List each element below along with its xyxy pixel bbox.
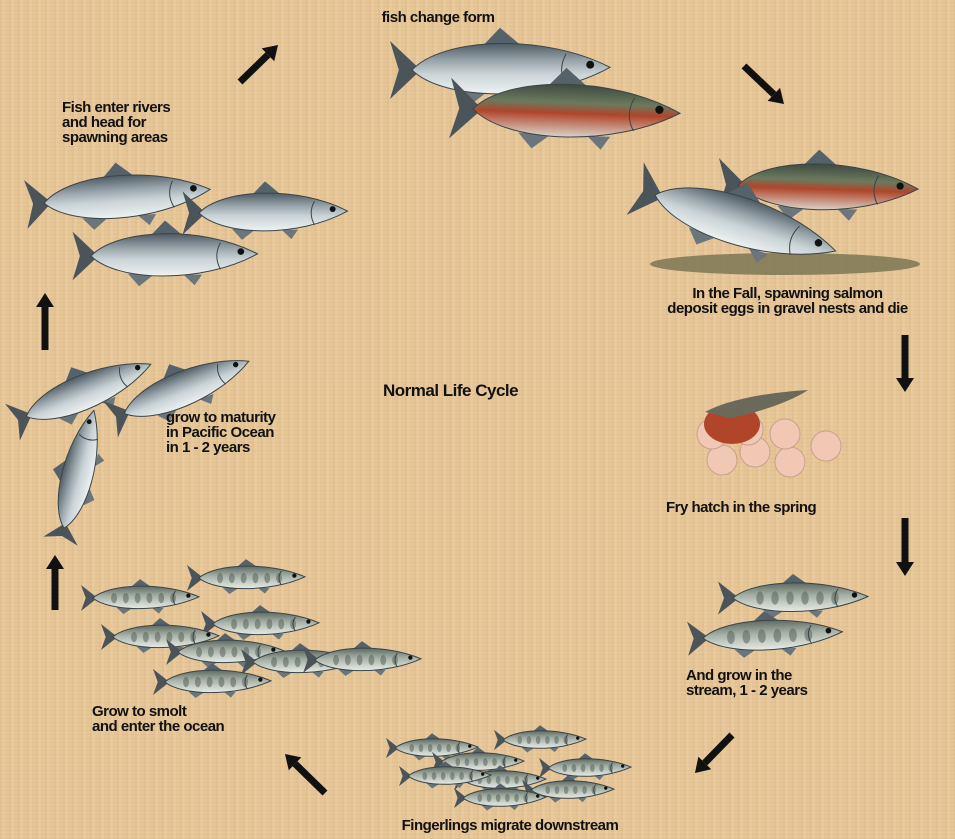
label-fingerlings: Fingerlings migrate downstream bbox=[340, 818, 680, 833]
arrow-to-fingerlings bbox=[695, 735, 732, 773]
river-salmon-3 bbox=[73, 220, 258, 286]
arrow-to-fry bbox=[896, 335, 914, 392]
label-smolt: Grow to smolt and enter the ocean bbox=[92, 704, 224, 734]
arrow-to-rivers bbox=[36, 293, 54, 350]
arrow-to-spawning bbox=[744, 66, 784, 104]
alevin bbox=[705, 390, 808, 418]
label-fish-change-form: fish change form bbox=[368, 10, 508, 25]
label-grow-in-stream: And grow in the stream, 1 - 2 years bbox=[686, 668, 807, 698]
egg bbox=[770, 419, 800, 449]
fingerling bbox=[454, 783, 546, 810]
label-spawning: In the Fall, spawning salmon deposit egg… bbox=[620, 286, 955, 316]
parr-2 bbox=[687, 609, 844, 660]
arrow-to-smolt bbox=[285, 754, 325, 793]
fingerling bbox=[494, 725, 586, 752]
arrow-to-stream bbox=[896, 518, 914, 576]
gravel-nest bbox=[650, 253, 920, 275]
arrow-to-change-form bbox=[240, 45, 278, 82]
egg bbox=[707, 445, 737, 475]
egg bbox=[811, 431, 841, 461]
smolt bbox=[187, 559, 305, 594]
parr-1 bbox=[718, 574, 868, 618]
smolt bbox=[201, 605, 319, 640]
arrow-to-maturity bbox=[46, 555, 64, 610]
smolt bbox=[153, 663, 271, 698]
label-maturity: grow to maturity in Pacific Ocean in 1 -… bbox=[166, 410, 276, 455]
smolt bbox=[81, 579, 199, 614]
label-enter-rivers: Fish enter rivers and head for spawning … bbox=[62, 100, 170, 145]
fingerling bbox=[539, 753, 631, 780]
label-fry-hatch: Fry hatch in the spring bbox=[666, 500, 816, 515]
ocean-salmon-3 bbox=[35, 404, 116, 547]
center-title: Normal Life Cycle bbox=[383, 382, 518, 399]
egg bbox=[775, 447, 805, 477]
